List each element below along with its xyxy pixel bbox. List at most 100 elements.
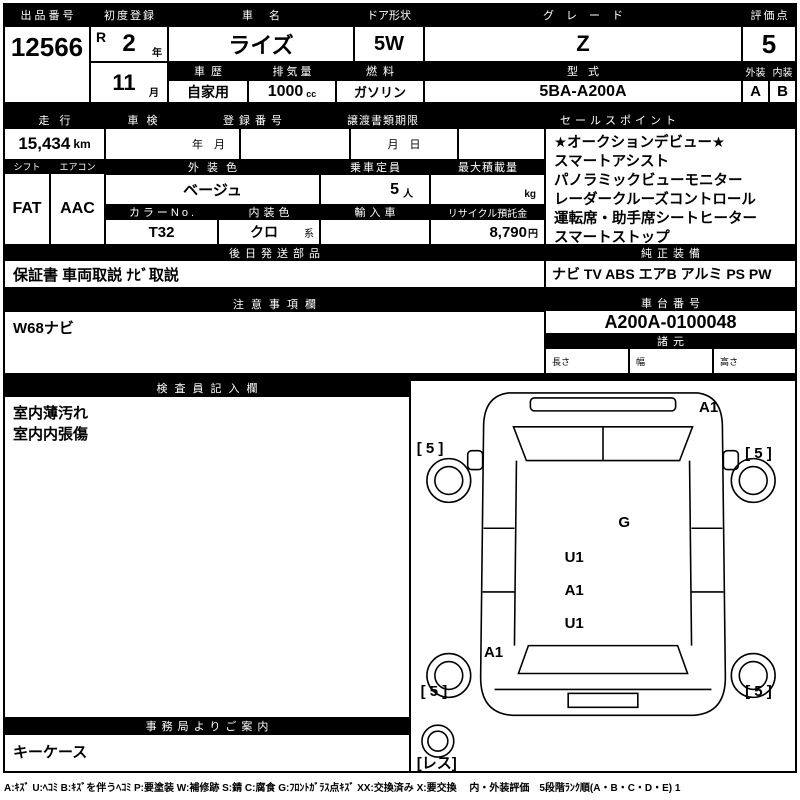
capacity-label: 乗車定員 <box>320 160 430 174</box>
sales-point-line: スマートアシスト <box>554 154 669 170</box>
damage-marker: A1 <box>564 581 584 599</box>
first-registration-month: 11 月 <box>90 62 168 103</box>
sales-points-list: ★オークションデビュー★ スマートアシスト パノラミックビューモニター レーダー… <box>545 128 796 245</box>
grade-value: Z <box>424 26 742 62</box>
caution-notes-value: W68ナビ <box>4 311 545 374</box>
inspector-notes-value: 室内薄汚れ 室内内張傷 <box>4 396 410 718</box>
color-no-value: T32 <box>105 219 218 245</box>
aircon-value: AAC <box>50 173 105 245</box>
car-name-value: ライズ <box>168 26 354 62</box>
door-shape-value: 5W <box>354 26 424 62</box>
car-name-label: 車名 <box>168 4 354 26</box>
exterior-grade-value: A <box>742 80 769 103</box>
capacity-unit-text: 人 <box>403 189 413 200</box>
mileage-unit-text: km <box>73 137 91 151</box>
aircon-label: エアコン <box>50 160 105 173</box>
first-registration-label: 初度登録 <box>90 4 168 26</box>
interior-color-value: クロ系 <box>218 219 320 245</box>
separator-bar <box>4 374 796 380</box>
damage-marker: A1 <box>483 644 504 662</box>
sales-points-label: セールスポイント <box>440 111 796 128</box>
damage-marker: U1 <box>564 548 584 566</box>
shaken-value: 年 月 <box>105 128 240 160</box>
model-code-value: 5BA-A200A <box>424 80 742 103</box>
damage-marker: [ 5 ] <box>416 439 444 457</box>
sales-point-line: 運転席・助手席シートヒーター <box>554 211 757 227</box>
chassis-number-label: 車台番号 <box>545 296 796 310</box>
exterior-color-value: ベージュ <box>105 174 320 205</box>
grade-label: グレード <box>424 4 742 26</box>
interior-grade-value: B <box>769 80 796 103</box>
color-no-label: カラーNo. <box>105 205 218 219</box>
car-top-view-icon <box>421 392 776 758</box>
damage-marker: [ 5 ] <box>745 683 772 701</box>
reg-month-text: 11 <box>112 69 136 95</box>
shift-label: シフト <box>4 160 50 173</box>
displacement-label: 排気量 <box>248 62 336 80</box>
recycle-deposit-label: リサイクル預託金 <box>430 205 545 219</box>
factory-equipment-label: 純正装備 <box>545 245 796 260</box>
blank-cell <box>458 128 545 160</box>
sales-point-line: パノラミックビューモニター <box>554 173 743 189</box>
first-registration-year: R 2 年 <box>90 26 168 62</box>
inspector-note-line: 室内薄汚れ <box>13 405 89 422</box>
sales-point-line: レーダークルーズコントロール <box>554 192 756 208</box>
damage-marker: [ 5 ] <box>745 445 772 463</box>
office-notice-value: キーケース <box>4 734 410 772</box>
transfer-deadline-value: 月 日 <box>350 128 458 160</box>
shift-value: FAT <box>4 173 50 245</box>
damage-marker: U1 <box>564 615 584 632</box>
era-text: R <box>96 29 107 45</box>
damage-marker: G <box>618 513 631 531</box>
separator-bar <box>4 288 796 296</box>
lot-number-label-text: 出品番号 <box>20 10 77 22</box>
caution-notes-label: 注意事項欄 <box>4 296 545 311</box>
inspector-notes-label: 検査員記入欄 <box>4 380 410 396</box>
later-parts-value: 保証書 車両取説 ﾅﾋﾞ取説 <box>4 260 545 288</box>
factory-equipment-value: ナビ TV ABS エアB アルミ PS PW <box>545 260 796 288</box>
import-value <box>320 219 430 245</box>
registration-number-value <box>240 128 350 160</box>
score-label: 評価点 <box>742 4 796 26</box>
exterior-color-label: 外装色 <box>105 160 320 174</box>
spec-width-cell: 幅 <box>629 348 713 374</box>
reg-year-text: 2 <box>122 30 136 57</box>
history-value: 自家用 <box>168 80 248 103</box>
door-shape-label: ドア形状 <box>354 4 424 26</box>
legend-row: A:ｷｽﾞ U:ﾍｺﾐ B:ｷｽﾞを伴うﾍｺﾐ P:要塗装 W:補修跡 S:錆 … <box>4 776 796 796</box>
damage-marker: A1 <box>699 398 719 416</box>
history-label: 車歴 <box>168 62 248 80</box>
interior-color-label: 内装色 <box>218 205 320 219</box>
interior-grade-label: 内装 <box>769 62 796 80</box>
separator-bar <box>4 103 796 111</box>
sales-point-line: ★オークションデビュー★ <box>554 135 725 151</box>
fuel-value: ガソリン <box>336 80 424 103</box>
transfer-deadline-label: 譲渡書類期限 <box>325 111 440 128</box>
max-load-unit-text: kg <box>524 189 536 200</box>
lot-number-value: 12566 <box>4 26 90 103</box>
displacement-unit-text: cc <box>306 89 317 99</box>
chassis-number-value: A200A-0100048 <box>545 310 796 334</box>
legend-text: A:ｷｽﾞ U:ﾍｺﾐ B:ｷｽﾞを伴うﾍｺﾐ P:要塗装 W:補修跡 S:錆 … <box>4 782 681 794</box>
damage-marker: [ 5 ] <box>420 683 448 701</box>
interior-color-unit-text: 系 <box>304 228 314 240</box>
specs-label: 諸元 <box>545 334 796 348</box>
year-unit-text: 年 <box>151 48 162 59</box>
model-code-label: 型式 <box>424 62 742 80</box>
recycle-unit-text: 円 <box>528 228 538 240</box>
max-load-label: 最大積載量 <box>430 160 545 174</box>
lot-number-label: 出品番号 <box>4 4 90 26</box>
office-notice-label: 事務局よりご案内 <box>4 718 410 734</box>
later-parts-label: 後日発送部品 <box>4 245 545 260</box>
exterior-grade-label: 外装 <box>742 62 769 80</box>
month-unit-text: 月 <box>149 88 159 99</box>
sales-point-line: スマートストップ <box>554 230 670 245</box>
spec-height-cell: 高さ <box>713 348 796 374</box>
damage-marker: [レス] <box>416 754 457 772</box>
mileage-label: 走行 <box>4 111 105 128</box>
inspector-note-line: 室内内張傷 <box>13 426 89 443</box>
